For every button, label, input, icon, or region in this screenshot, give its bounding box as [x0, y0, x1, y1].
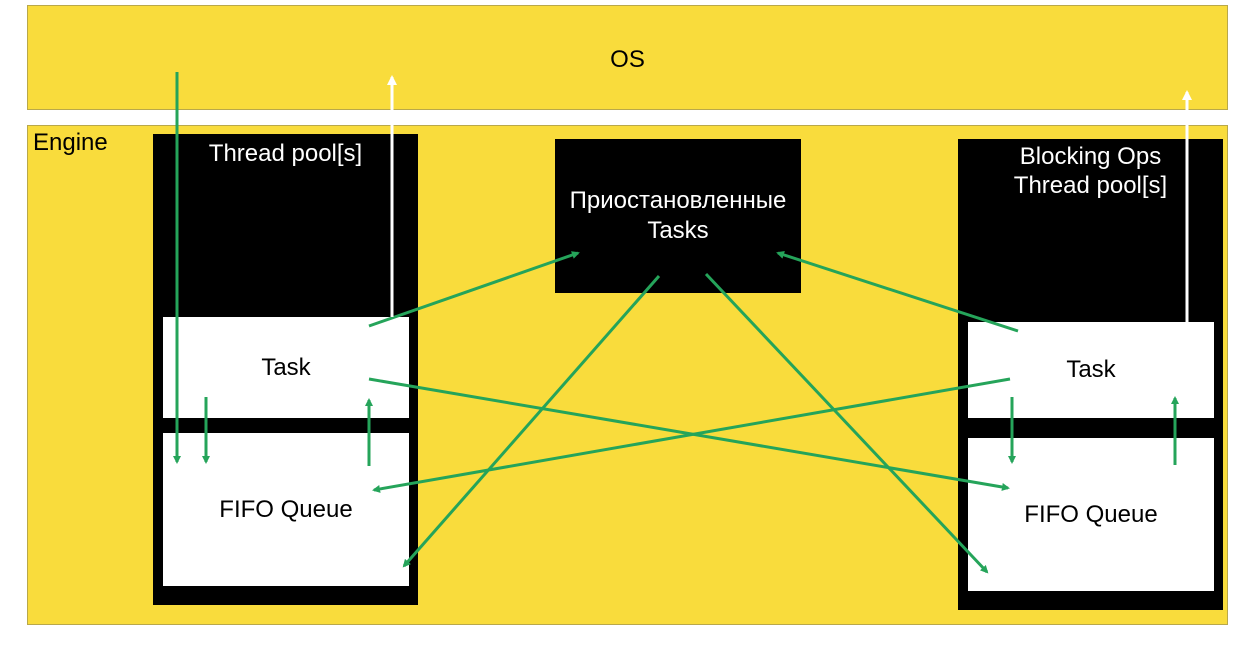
- right-task-to-suspended-arrow: [776, 251, 1019, 333]
- engine-label: Engine: [33, 129, 108, 156]
- fifo-queue-left-label: FIFO Queue: [219, 496, 353, 523]
- suspended-tasks-line2: Tasks: [647, 217, 709, 244]
- task-right-label: Task: [1066, 356, 1116, 383]
- suspended-to-left-queue-arrow: [402, 275, 661, 568]
- thread-pool-left-title: Thread pool[s]: [208, 140, 363, 167]
- left-task-to-suspended-arrow: [368, 251, 580, 328]
- suspended-tasks: [555, 139, 801, 293]
- suspended-to-right-queue-arrow: [704, 272, 989, 574]
- task-left-label: Task: [261, 354, 311, 381]
- left-task-to-right-queue-arrow: [368, 377, 1010, 491]
- os-label: OS: [610, 46, 645, 73]
- right-task-to-left-queue-arrow: [372, 377, 1011, 493]
- os-layer: OS: [27, 5, 1228, 110]
- suspended-tasks-line1: Приостановленные: [569, 187, 787, 214]
- blocking-pool-title-line2: Thread pool[s]: [1013, 172, 1168, 199]
- fifo-queue-right-label: FIFO Queue: [1024, 501, 1158, 528]
- blocking-pool-title-line1: Blocking Ops: [1019, 143, 1162, 170]
